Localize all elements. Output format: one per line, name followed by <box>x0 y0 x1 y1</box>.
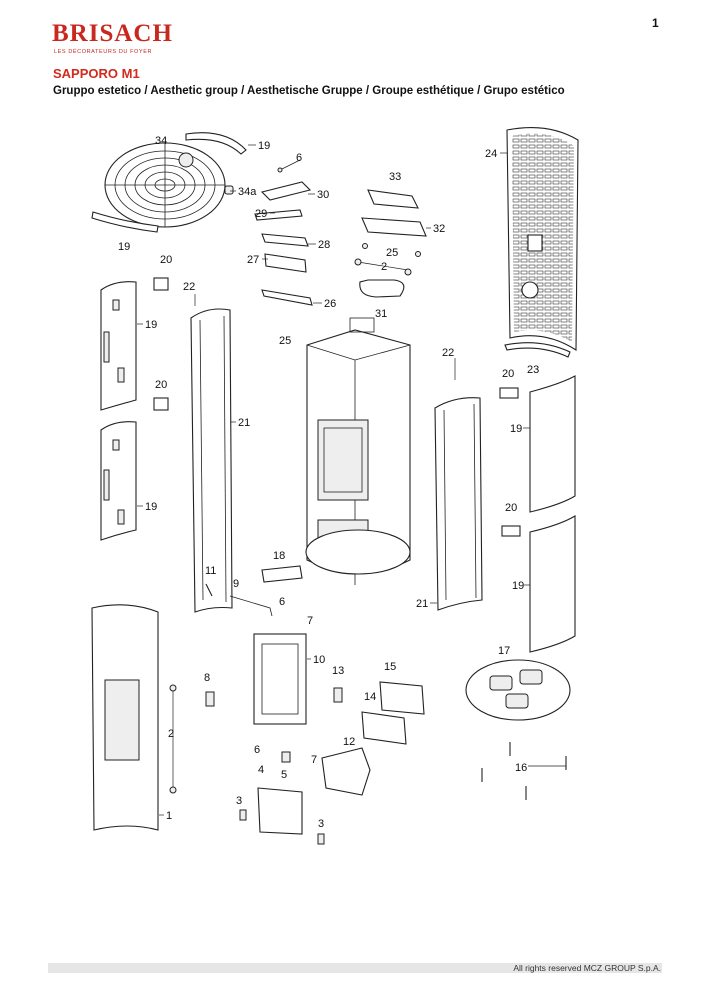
label-19-top: 19 <box>258 140 270 152</box>
top-arc-trim-rear <box>185 132 247 155</box>
label-30: 30 <box>317 189 329 201</box>
label-7-mid: 7 <box>307 615 313 627</box>
label-26: 26 <box>324 298 336 310</box>
part-15-frame <box>379 681 425 715</box>
label-22-right: 22 <box>442 347 454 359</box>
bracket-20-d <box>501 525 521 537</box>
label-31: 31 <box>375 308 387 320</box>
label-16: 16 <box>515 762 527 774</box>
label-24: 24 <box>485 148 497 160</box>
label-25-right: 25 <box>386 247 398 259</box>
label-3-left: 3 <box>236 795 242 807</box>
top-arc-trim-front <box>91 211 159 233</box>
right-side-panel-lower <box>529 515 576 653</box>
part-28-bracket <box>261 233 309 247</box>
group-subtitle: Gruppo estetico / Aesthetic group / Aest… <box>53 85 565 97</box>
part-33-deflector <box>367 189 419 209</box>
label-9: 9 <box>233 578 239 590</box>
left-long-frame <box>190 308 233 613</box>
label-13: 13 <box>332 665 344 677</box>
label-34: 34 <box>155 135 167 147</box>
label-20-c: 20 <box>502 368 514 380</box>
bracket-20-b <box>153 397 169 411</box>
label-19-front: 19 <box>118 241 130 253</box>
bracket-20-a <box>153 277 169 291</box>
label-33: 33 <box>389 171 401 183</box>
label-1: 1 <box>166 810 172 822</box>
label-34a: 34a <box>238 186 257 198</box>
label-6-top: 6 <box>296 152 302 164</box>
part-18-bar <box>261 565 303 583</box>
leader-lines <box>137 144 566 816</box>
logo-tagline: LES DÉCORATEURS DU FOYER <box>54 49 153 55</box>
label-21-left: 21 <box>238 417 250 429</box>
right-long-frame <box>434 397 483 611</box>
label-29: 29 <box>255 208 267 220</box>
door-frame <box>253 633 307 725</box>
top-round-grille <box>104 142 226 228</box>
part-34a-knob <box>224 185 234 195</box>
left-side-panel-lower <box>100 421 137 541</box>
label-22-left: 22 <box>183 281 195 293</box>
footer-bar <box>48 963 662 973</box>
label-8: 8 <box>204 672 210 684</box>
part-32-plate <box>361 217 427 237</box>
part-9-rod <box>229 595 273 617</box>
label-27: 27 <box>247 254 259 266</box>
part-4-frame <box>257 787 303 835</box>
label-20-b: 20 <box>155 379 167 391</box>
brisach-logo: BRISACH LES DÉCORATEURS DU FOYER <box>52 20 182 60</box>
label-7-low: 7 <box>311 754 317 766</box>
part-30-bracket <box>260 181 312 201</box>
page-number: 1 <box>652 16 659 30</box>
stove-body <box>305 317 411 585</box>
label-21-right: 21 <box>416 598 428 610</box>
model-title: SAPPORO M1 <box>53 66 140 81</box>
part-29-bar <box>254 209 303 221</box>
label-12: 12 <box>343 736 355 748</box>
label-2-top: 2 <box>381 261 387 273</box>
label-32: 32 <box>433 223 445 235</box>
label-17: 17 <box>498 645 510 657</box>
label-23: 23 <box>527 364 539 376</box>
label-6-mid: 6 <box>279 596 285 608</box>
label-25-left: 25 <box>279 335 291 347</box>
label-11: 11 <box>205 565 216 577</box>
label-6-low: 6 <box>254 744 260 756</box>
label-5: 5 <box>281 769 287 781</box>
part-14-plate <box>361 711 407 745</box>
label-19-left-lower: 19 <box>145 501 157 513</box>
part-26-rail <box>261 289 313 306</box>
footer-rights: All rights reserved MCZ GROUP S.p.A. <box>513 963 661 973</box>
logo-wordmark: BRISACH <box>52 20 173 47</box>
part-12-ash-drawer <box>321 747 371 796</box>
label-15: 15 <box>384 661 396 673</box>
label-2-mid: 2 <box>168 728 174 740</box>
label-18: 18 <box>273 550 285 562</box>
part-31-gasket <box>359 279 405 298</box>
right-side-panel-upper <box>529 375 576 513</box>
part-labels: 34 19 19 34a 6 30 29 28 27 26 25 33 32 2… <box>118 135 539 830</box>
part-27-box <box>264 253 307 273</box>
label-4: 4 <box>258 764 264 776</box>
label-20-d: 20 <box>505 502 517 514</box>
left-side-panel-upper <box>100 281 137 411</box>
label-10: 10 <box>313 654 325 666</box>
part-23-trim <box>504 342 571 358</box>
label-19-right-upper: 19 <box>510 423 522 435</box>
label-3-right: 3 <box>318 818 324 830</box>
label-20-a: 20 <box>160 254 172 266</box>
label-19-left-upper: 19 <box>145 319 157 331</box>
label-14: 14 <box>364 691 376 703</box>
bracket-20-c <box>499 387 519 399</box>
label-28: 28 <box>318 239 330 251</box>
base-plate <box>465 659 571 721</box>
label-19-right-lower: 19 <box>512 580 524 592</box>
